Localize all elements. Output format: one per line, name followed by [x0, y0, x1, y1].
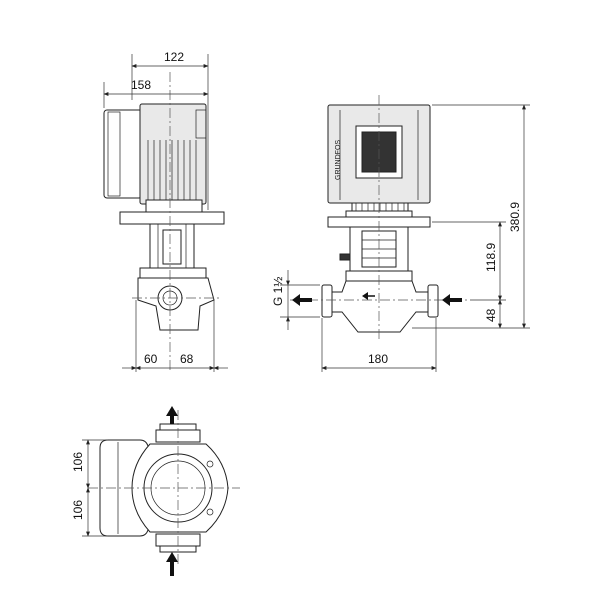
- front-view: GRUNDFOS: [290, 95, 470, 340]
- dim-68: 68: [180, 352, 194, 366]
- flow-arrows-front: [292, 292, 462, 306]
- outlet-port: [427, 284, 439, 318]
- dim-158: 158: [131, 78, 151, 92]
- dim-380-9: 380.9: [508, 202, 522, 232]
- flow-arrows-top: [166, 406, 178, 576]
- dimension-lines: [82, 54, 530, 537]
- dim-122: 122: [164, 50, 184, 64]
- dim-48: 48: [484, 308, 498, 322]
- top-view: [88, 406, 240, 576]
- dim-118-9: 118.9: [484, 243, 498, 272]
- dimension-labels: 122 158 60 68 180 G 1½ 380.9 118.9 48 10…: [71, 50, 522, 520]
- motor-stool-flange: [119, 211, 225, 225]
- dim-106-lower: 106: [71, 500, 85, 520]
- pump-housing: [139, 267, 207, 279]
- dim-60: 60: [144, 352, 158, 366]
- dim-106-upper: 106: [71, 452, 85, 472]
- inlet-port: [321, 284, 333, 318]
- dim-port-size: G 1½: [271, 277, 285, 306]
- brand-label: GRUNDFOS: [335, 140, 342, 180]
- cooling-fins: [147, 140, 197, 200]
- dim-180: 180: [368, 352, 388, 366]
- side-view: [103, 72, 225, 372]
- fan-fins: [355, 203, 405, 211]
- terminal-box: [103, 109, 143, 199]
